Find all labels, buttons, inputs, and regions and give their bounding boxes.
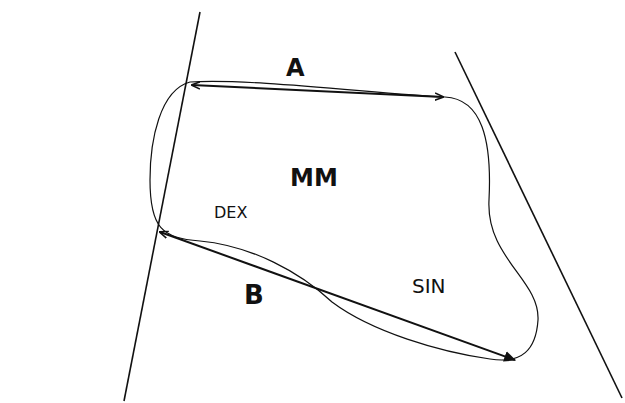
organ-outline — [150, 81, 538, 360]
dimension-label: B — [244, 282, 264, 308]
side-label: SIN — [412, 276, 446, 296]
dimension-arrow — [192, 85, 443, 97]
dimension-label: A — [286, 56, 305, 80]
sector-edge — [455, 52, 622, 398]
side-label: DEX — [214, 205, 247, 221]
sector-edge — [124, 12, 200, 401]
organ-label: MM — [290, 166, 338, 190]
dimension-arrow — [160, 232, 515, 360]
